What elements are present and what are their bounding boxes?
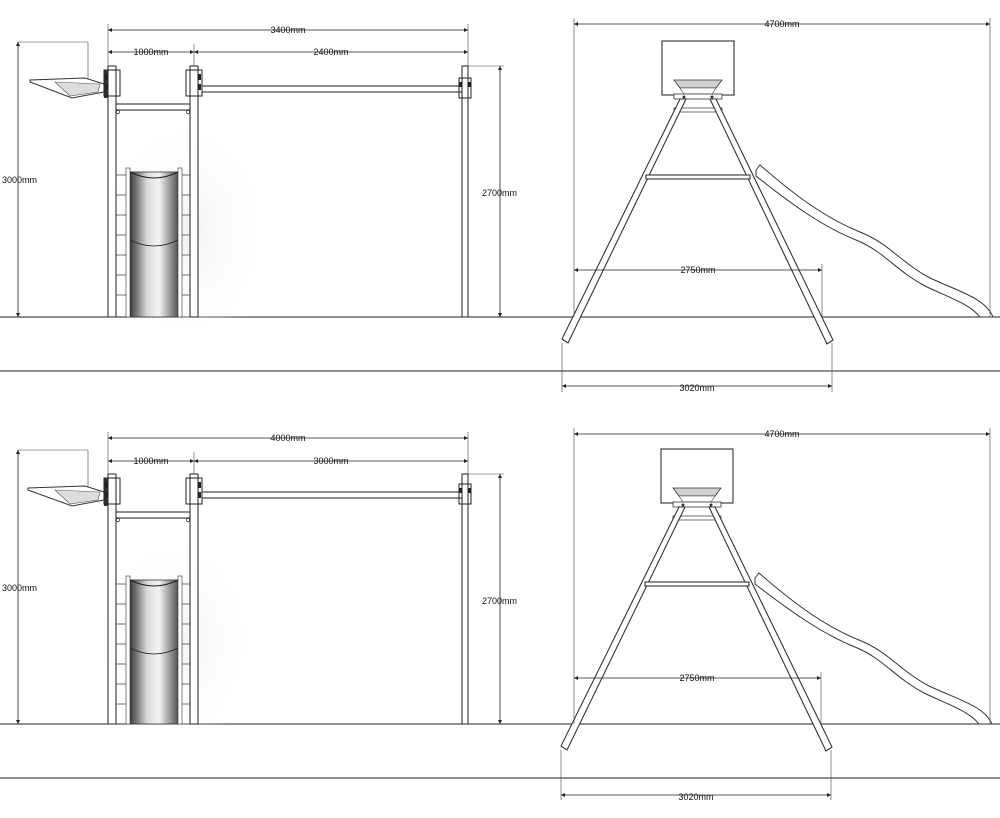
backboard xyxy=(660,448,734,504)
dim-base-width: 3020mm xyxy=(678,792,713,802)
slide-front xyxy=(125,575,183,725)
dim-height-hoop: 3000mm xyxy=(2,583,37,593)
a-frame-leg-right xyxy=(709,98,834,345)
dim-bar-span: 3000mm xyxy=(313,456,348,466)
front-view: 3400mm 1000mm 2400mm 3000mm 2700mm xyxy=(2,24,517,350)
overhead-bar xyxy=(201,85,463,93)
a-frame-leg-left xyxy=(561,98,687,344)
dim-tower-width: 1000mm xyxy=(133,47,168,57)
panel-top: 3400mm 1000mm 2400mm 3000mm 2700mm xyxy=(0,18,1000,393)
side-view: 4700mm 2750mm 3020mm xyxy=(560,428,993,802)
tower-post-right xyxy=(189,473,199,725)
slide-side xyxy=(754,572,993,725)
dim-overall-width: 4000mm xyxy=(270,433,305,443)
basketball-hoop xyxy=(27,478,110,507)
dim-base-width: 3020mm xyxy=(679,383,714,393)
dim-height-bar: 2700mm xyxy=(482,188,517,198)
a-frame-leg-right xyxy=(708,506,833,752)
side-view: 4700mm 2750mm 3020mm xyxy=(561,18,994,393)
basketball-hoop xyxy=(29,70,110,99)
overhead-bar xyxy=(201,491,463,499)
a-frame-leg-left xyxy=(560,506,686,751)
dim-side-overall-width: 4700mm xyxy=(764,429,799,439)
dim-side-inner-width: 2750mm xyxy=(679,673,714,683)
dim-side-inner-width: 2750mm xyxy=(680,265,715,275)
dim-side-overall-width: 4700mm xyxy=(764,19,799,29)
bar-post xyxy=(461,65,469,318)
dim-bar-span: 2400mm xyxy=(313,47,348,57)
dim-tower-width: 1000mm xyxy=(133,456,168,466)
tower-post-left xyxy=(107,65,117,318)
dim-height-hoop: 3000mm xyxy=(2,175,37,185)
dim-height-bar: 2700mm xyxy=(482,596,517,606)
dim-overall-width: 3400mm xyxy=(270,25,305,35)
front-view: 4000mm 1000mm 3000mm 3000mm 2700mm xyxy=(2,432,517,750)
bar-post xyxy=(461,473,469,725)
panel-bottom: 4000mm 1000mm 3000mm 3000mm 2700mm xyxy=(0,428,1000,802)
slide-side xyxy=(755,164,994,318)
slide-front xyxy=(125,167,183,318)
tower-post-right xyxy=(189,65,199,318)
tower-post-left xyxy=(107,473,117,725)
